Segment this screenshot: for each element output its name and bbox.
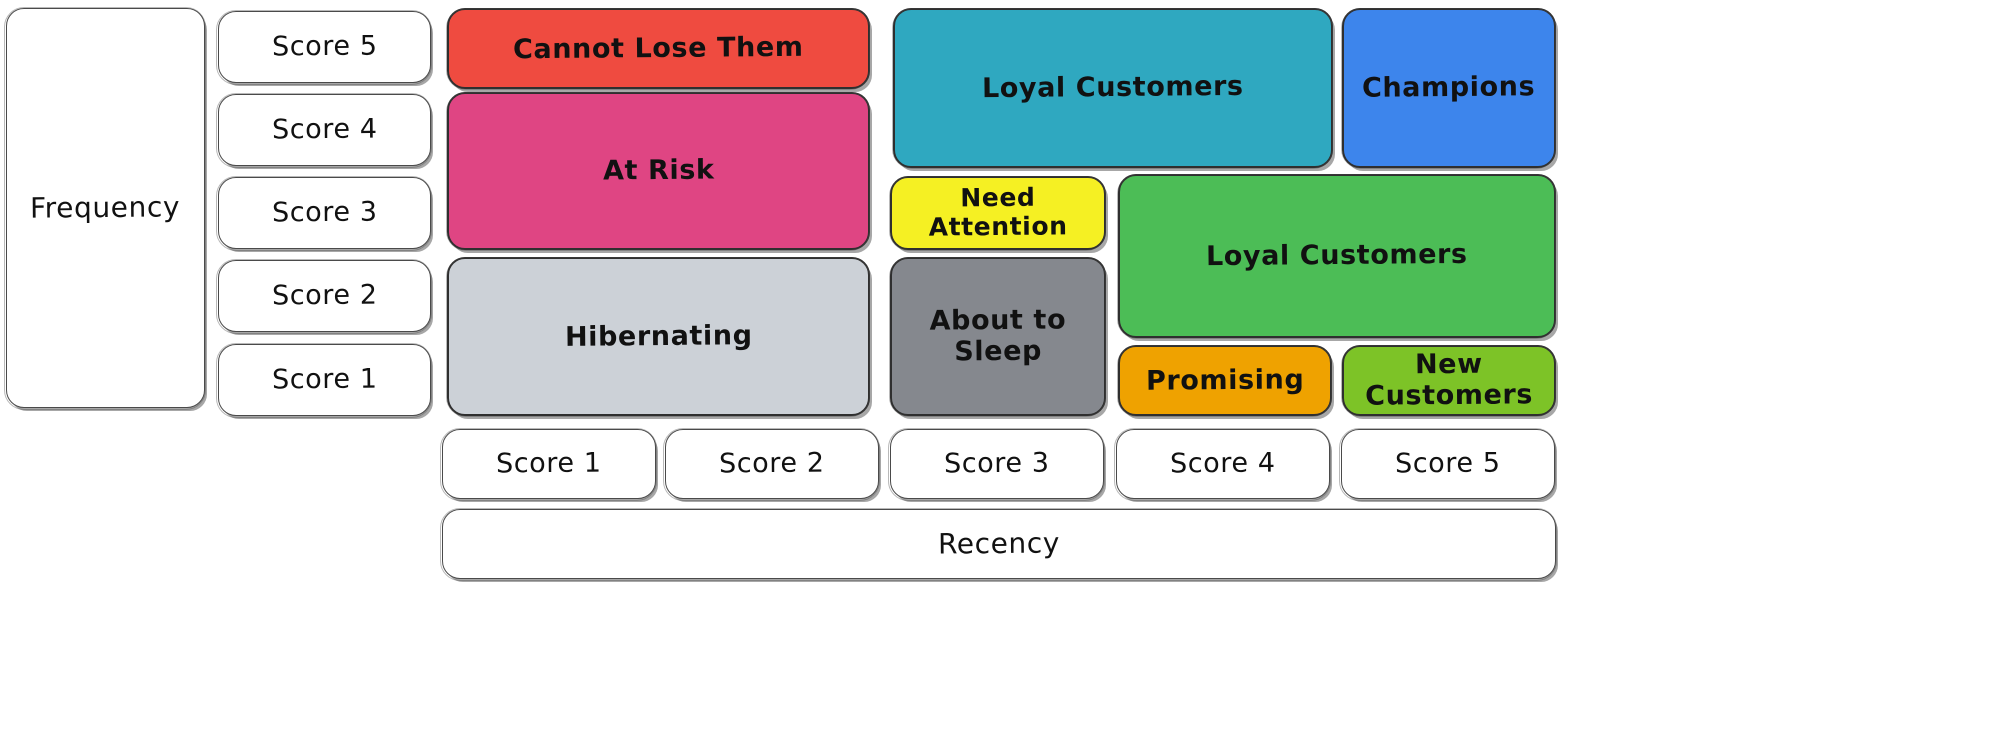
recency-axis-title-label: Recency [937, 526, 1061, 561]
frequency-score-1[interactable]: Score 1 [216, 343, 432, 418]
recency-score-4-label: Score 4 [1170, 448, 1276, 480]
segment-loyal-customers-teal-label: Loyal Customers [982, 71, 1244, 105]
segment-new-customers[interactable]: New Customers [1341, 345, 1556, 417]
segment-promising-label: Promising [1145, 364, 1305, 397]
frequency-score-5-label: Score 5 [271, 31, 378, 63]
recency-score-1-label: Score 1 [496, 448, 602, 480]
segment-hibernating-label: Hibernating [564, 320, 753, 353]
recency-score-2-label: Score 2 [719, 448, 825, 480]
frequency-score-3-label: Score 3 [271, 197, 378, 229]
recency-score-2[interactable]: Score 2 [663, 428, 880, 501]
frequency-axis-title-label: Frequency [30, 190, 181, 225]
segment-at-risk[interactable]: At Risk [446, 92, 870, 251]
recency-score-1[interactable]: Score 1 [440, 428, 657, 501]
segment-loyal-customers-green[interactable]: Loyal Customers [1117, 174, 1556, 339]
recency-score-5-label: Score 5 [1395, 448, 1501, 480]
segment-hibernating[interactable]: Hibernating [446, 257, 870, 417]
segment-new-customers-label: New Customers [1365, 349, 1534, 413]
recency-score-4[interactable]: Score 4 [1114, 428, 1331, 501]
frequency-score-1-label: Score 1 [271, 364, 378, 396]
frequency-axis-title: Frequency [4, 7, 206, 410]
segment-loyal-customers-teal[interactable]: Loyal Customers [892, 8, 1333, 169]
segment-about-to-sleep[interactable]: About to Sleep [889, 257, 1106, 417]
recency-score-5[interactable]: Score 5 [1339, 428, 1556, 501]
segment-champions-label: Champions [1362, 71, 1536, 105]
segment-need-attention[interactable]: Need Attention [889, 176, 1106, 251]
frequency-score-4-label: Score 4 [271, 114, 378, 146]
frequency-score-2-label: Score 2 [271, 280, 378, 312]
frequency-score-5[interactable]: Score 5 [216, 10, 432, 85]
segment-cannot-lose-them[interactable]: Cannot Lose Them [446, 8, 870, 90]
segment-promising[interactable]: Promising [1117, 345, 1332, 417]
frequency-score-4[interactable]: Score 4 [216, 93, 432, 168]
segment-champions[interactable]: Champions [1341, 8, 1556, 169]
recency-score-3-label: Score 3 [944, 448, 1050, 480]
segment-about-to-sleep-label: About to Sleep [929, 304, 1067, 368]
segment-cannot-lose-them-label: Cannot Lose Them [513, 31, 804, 66]
segment-loyal-customers-green-label: Loyal Customers [1206, 239, 1468, 273]
frequency-score-3[interactable]: Score 3 [216, 176, 432, 251]
segment-need-attention-label: Need Attention [928, 182, 1068, 242]
recency-score-3[interactable]: Score 3 [888, 428, 1105, 501]
segment-at-risk-label: At Risk [602, 154, 715, 187]
frequency-score-2[interactable]: Score 2 [216, 259, 432, 334]
recency-axis-title: Recency [440, 508, 1557, 581]
